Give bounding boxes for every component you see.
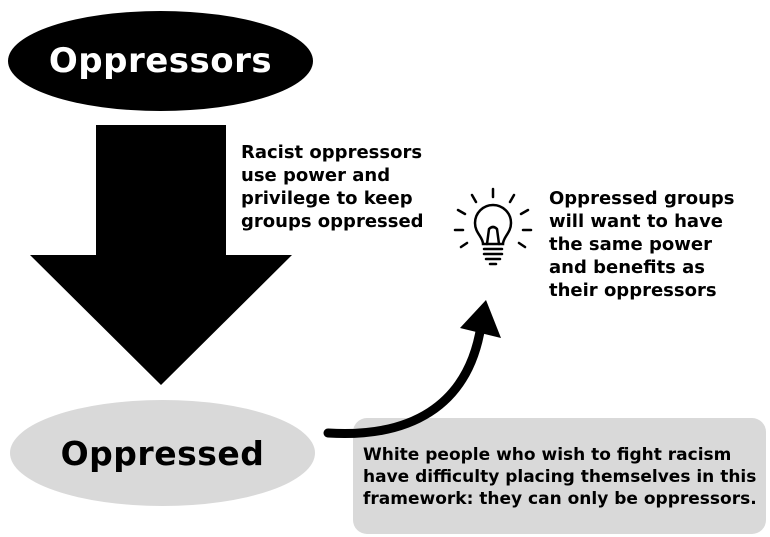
racist-oppressors-text: Racist oppressors use power and privileg… — [241, 141, 456, 233]
note-line: White people who wish to fight racism — [363, 445, 732, 465]
curved-arrow-icon — [323, 300, 501, 439]
oppressors-oval: Oppressors — [8, 11, 313, 111]
note-line: have difficulty placing themselves in th… — [363, 467, 757, 487]
groups-line: Oppressed groups — [549, 188, 735, 209]
racist-line: privilege to keep — [241, 188, 413, 209]
note-line: framework: they can only be oppressors. — [363, 489, 757, 509]
note-box — [353, 418, 766, 534]
groups-line: the same power — [549, 234, 712, 255]
oppressors-label: Oppressors — [48, 41, 273, 81]
oppressed-groups-text: Oppressed groups will want to have the s… — [549, 187, 759, 302]
groups-line: will want to have — [549, 211, 724, 232]
oppressed-oval: Oppressed — [10, 400, 315, 506]
groups-line: and benefits as — [549, 257, 706, 278]
lightbulb-icon — [453, 187, 533, 266]
oppressed-label: Oppressed — [60, 433, 265, 473]
racist-line: Racist oppressors — [241, 142, 423, 163]
racist-line: groups oppressed — [241, 211, 424, 232]
note-text: White people who wish to fight racism ha… — [363, 444, 763, 510]
racist-line: use power and — [241, 165, 391, 186]
down-arrow-icon — [30, 125, 292, 385]
groups-line: their oppressors — [549, 280, 717, 301]
